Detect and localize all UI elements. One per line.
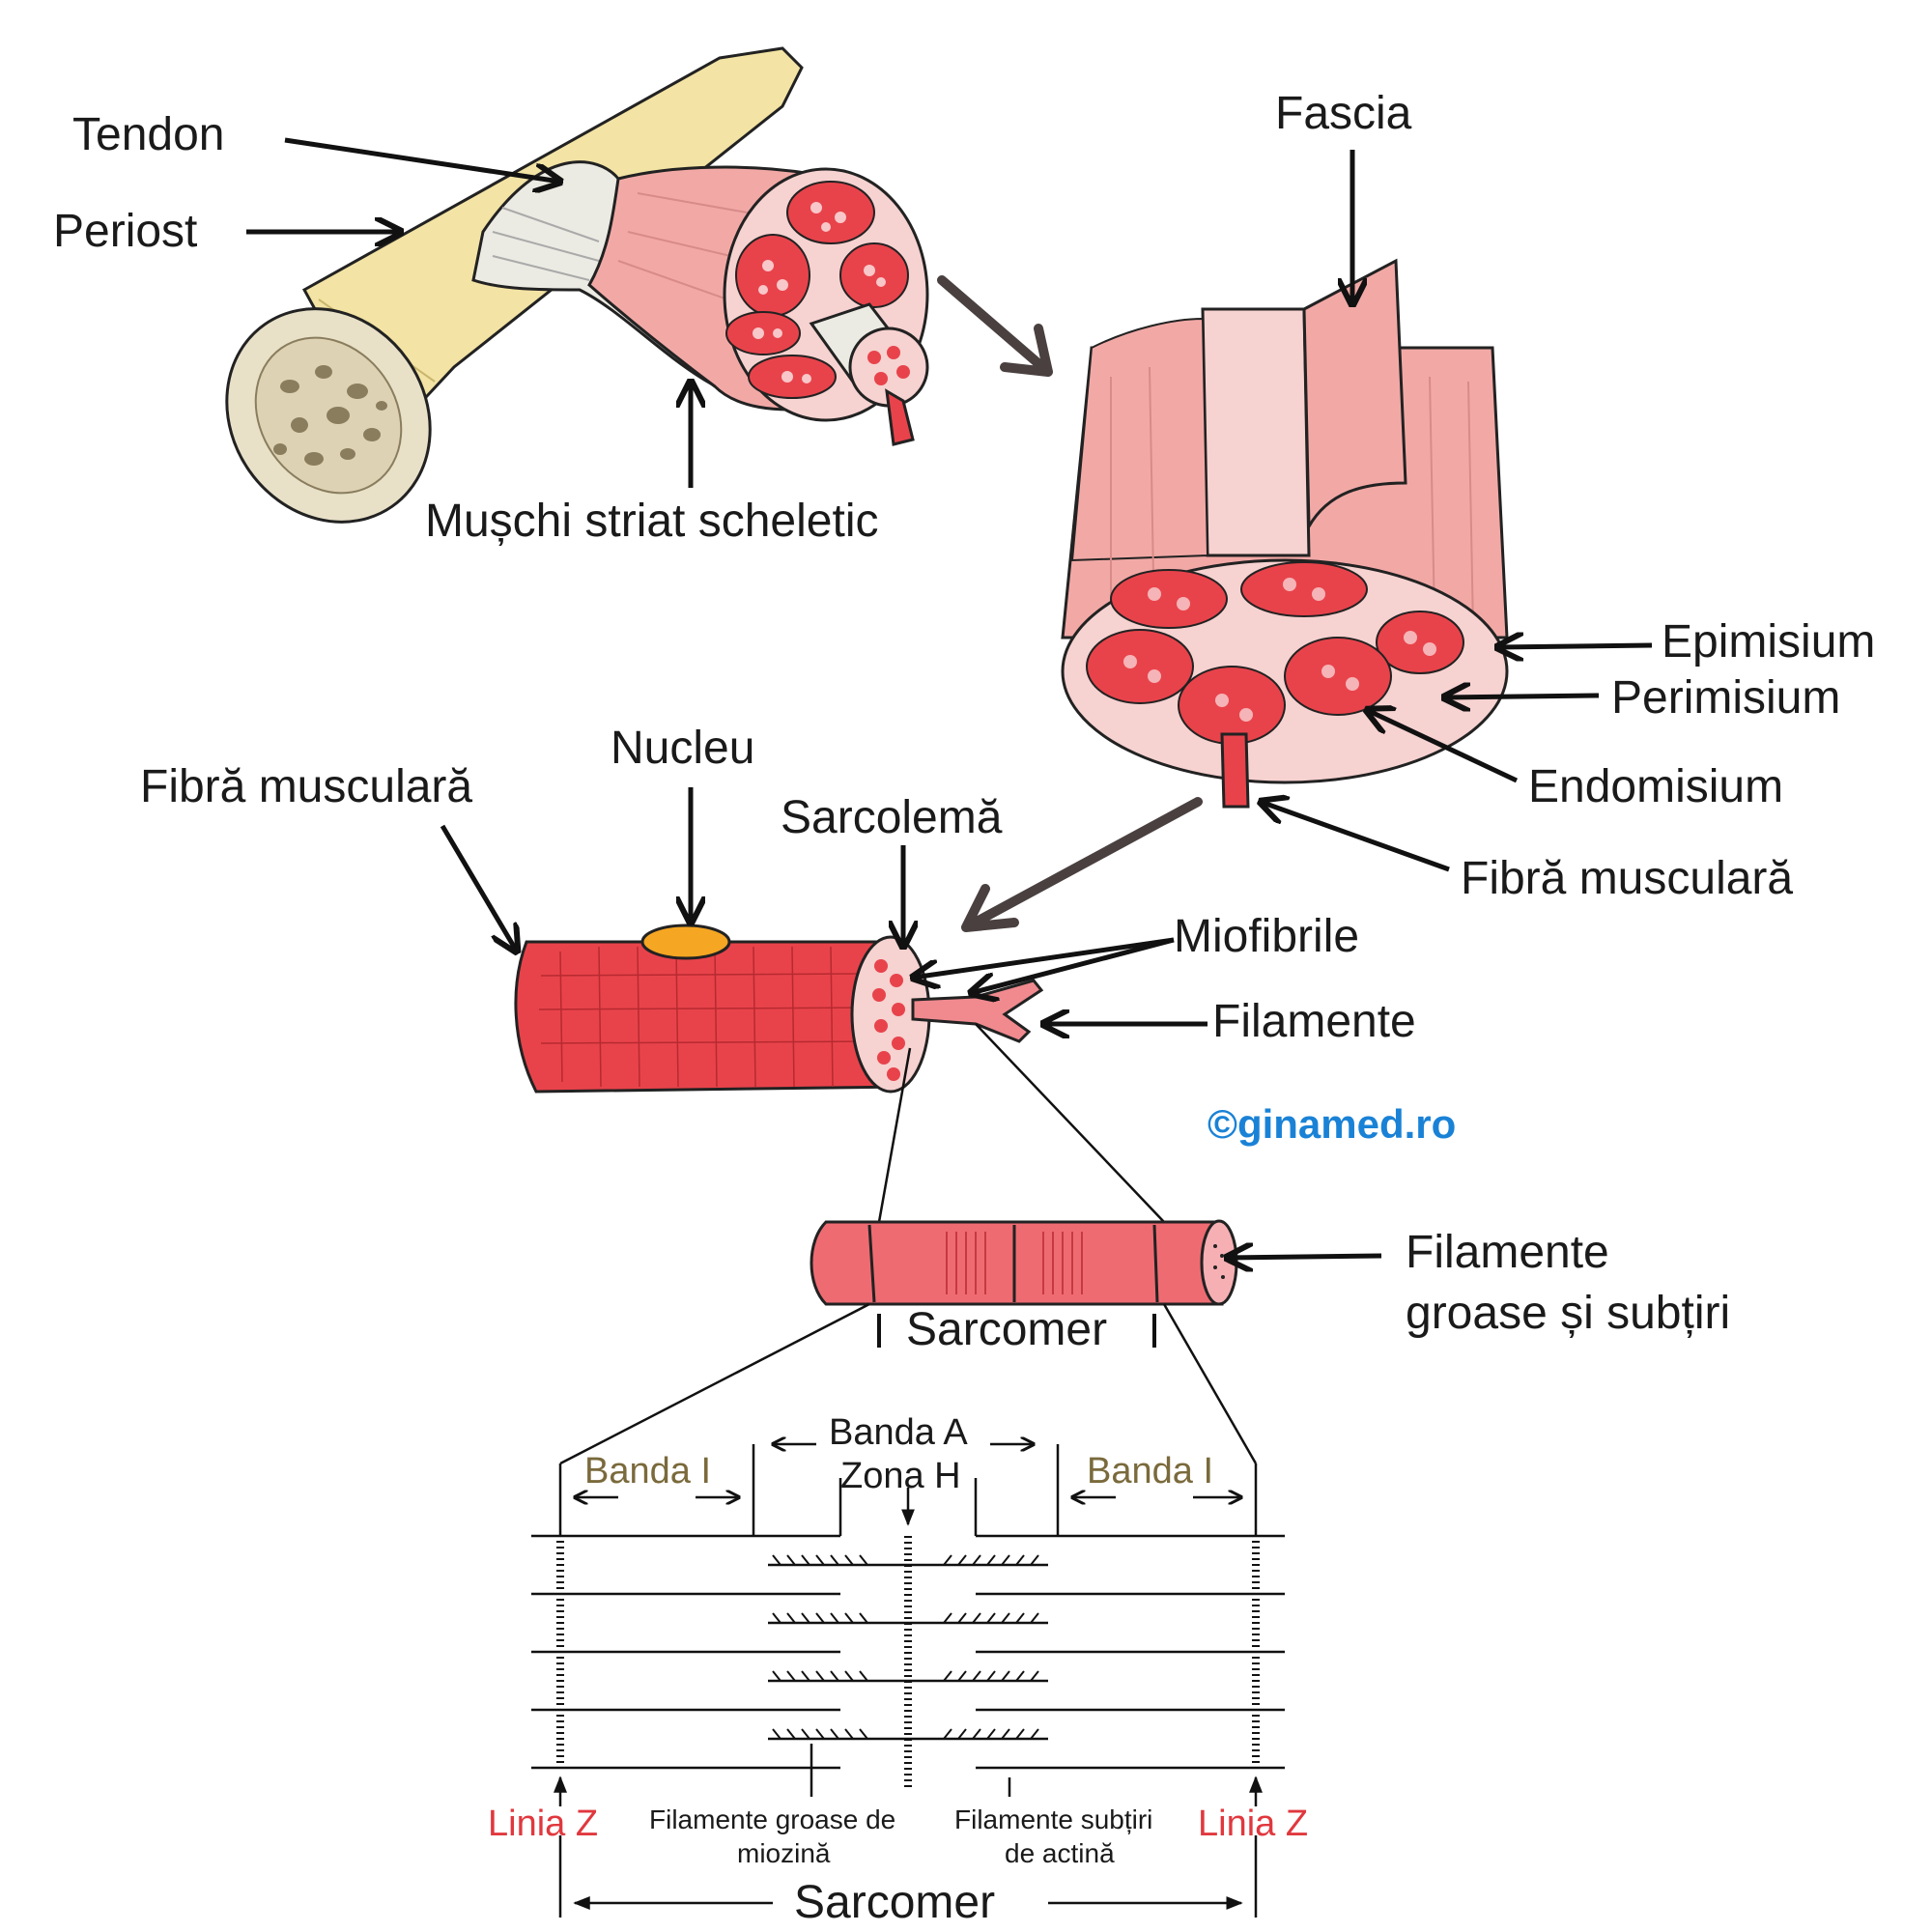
label-endomisium: Endomisium	[1528, 761, 1783, 812]
label-arrows	[246, 137, 1653, 1348]
nucleus	[640, 923, 731, 960]
label-muscle-fiber-right: Fibră musculară	[1461, 853, 1793, 904]
label-z-line-left: Linia Z	[488, 1804, 598, 1844]
label-thick-thin-filaments-1: Filamente	[1406, 1227, 1609, 1278]
label-muscle-fiber-left: Fibră musculară	[140, 761, 472, 812]
label-actin-1: Filamente subțiri	[954, 1804, 1152, 1834]
label-band-a: Banda A	[829, 1412, 968, 1453]
bone-cross-section	[225, 307, 432, 524]
label-band-i-left: Banda I	[584, 1451, 711, 1492]
label-epimisium: Epimisium	[1662, 616, 1875, 668]
label-fascia: Fascia	[1275, 88, 1412, 139]
label-myosin-1: Filamente groase de	[649, 1804, 895, 1834]
label-nucleus: Nucleu	[611, 723, 754, 774]
myofibril-strand	[911, 979, 1044, 1043]
label-sarcolemma: Sarcolemă	[781, 792, 1003, 843]
label-z-line-right: Linia Z	[1198, 1804, 1308, 1844]
label-myofibrils: Miofibrile	[1174, 911, 1359, 962]
label-tendon: Tendon	[72, 109, 224, 160]
label-periost: Periost	[53, 206, 197, 257]
muscle-with-tendon	[471, 160, 929, 446]
label-skeletal-muscle: Mușchi striat scheletic	[425, 496, 878, 547]
label-perimisium: Perimisium	[1611, 672, 1840, 724]
sarcomere-schematic	[531, 1302, 1285, 1918]
label-thick-thin-filaments-2: groase și subțiri	[1406, 1288, 1730, 1339]
muscle-fiber	[514, 923, 1044, 1094]
label-zone-h: Zona H	[840, 1456, 961, 1496]
label-myosin-2: miozină	[737, 1838, 831, 1868]
fascicle-pulled	[809, 302, 929, 446]
label-actin-2: de actină	[1005, 1838, 1115, 1868]
label-sarcomere-middle: Sarcomer	[906, 1304, 1107, 1355]
copyright-watermark: ©ginamed.ro	[1208, 1101, 1456, 1147]
myofibril-cylinder	[810, 1219, 1238, 1306]
label-sarcomere-bottom: Sarcomer	[794, 1877, 995, 1928]
muscle-bundle-cylinder	[1061, 258, 1509, 809]
label-band-i-right: Banda I	[1087, 1451, 1213, 1492]
label-filaments: Filamente	[1212, 996, 1416, 1047]
